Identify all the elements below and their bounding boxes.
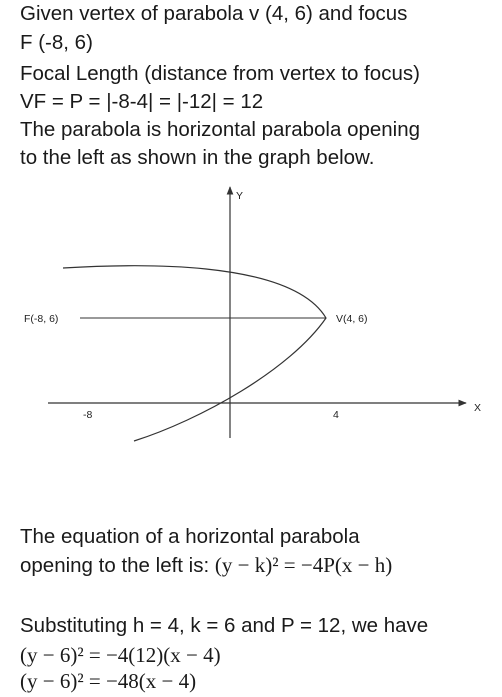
tick-label-4: 4 (333, 409, 339, 421)
equation-line-5: (y − 6)² = −48(x − 4) (20, 669, 197, 693)
intro-line-4: VF = P = |-8-4| = |-12| = 12 (20, 90, 264, 113)
vertex-label: V(4, 6) (336, 313, 368, 325)
general-equation: (y − k)² = −4P(x − h) (214, 553, 393, 577)
equation-line-3: Substituting h = 4, k = 6 and P = 12, we… (20, 614, 429, 637)
parabola-curve (62, 265, 327, 442)
equation-intro-text: opening to the left is: (20, 554, 215, 577)
intro-line-2: F (-8, 6) (20, 31, 93, 54)
intro-line-1: Given vertex of parabola v (4, 6) and fo… (20, 2, 408, 25)
parabola-graph: Y X F(-8, 6) V(4, 6) -8 4 (24, 186, 481, 442)
equation-line-2: opening to the left is: (y − k)² = −4P(x… (20, 553, 392, 578)
intro-line-6: to the left as shown in the graph below. (20, 146, 375, 169)
intro-line-5: The parabola is horizontal parabola open… (20, 118, 421, 141)
y-axis-label: Y (236, 190, 243, 202)
x-axis-label: X (474, 402, 481, 414)
equation-line-1: The equation of a horizontal parabola (20, 525, 360, 548)
intro-line-3: Focal Length (distance from vertex to fo… (20, 62, 420, 85)
focus-label: F(-8, 6) (24, 313, 58, 325)
equation-line-4: (y − 6)² = −4(12)(x − 4) (20, 643, 221, 667)
tick-label-neg8: -8 (83, 409, 92, 421)
